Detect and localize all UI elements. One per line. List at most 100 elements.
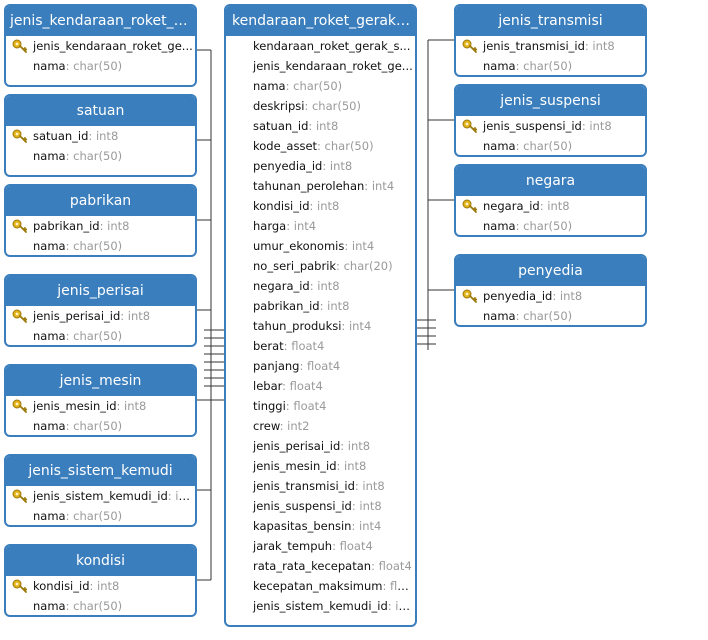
column-type: : int4	[286, 219, 317, 233]
table-title[interactable]: kondisi	[6, 546, 195, 576]
column-row[interactable]: penyedia_id: int8	[226, 156, 415, 176]
column-name: nama	[33, 599, 66, 613]
column-row[interactable]: jenis_kendaraan_roket_ge...	[6, 36, 195, 56]
column-row[interactable]: kondisi_id: int8	[6, 576, 195, 596]
column-row[interactable]: kecepatan_maksimum: flo...	[226, 576, 415, 596]
column-row[interactable]: nama: char(50)	[456, 136, 645, 155]
column-row[interactable]: nama: char(50)	[456, 216, 645, 235]
column-row[interactable]: pabrikan_id: int8	[226, 296, 415, 316]
table-title[interactable]: pabrikan	[6, 186, 195, 216]
column-name: jenis_kendaraan_roket_ge...	[33, 39, 193, 53]
column-name: tahun_produksi	[253, 319, 342, 333]
column-row[interactable]: jenis_suspensi_id: int8	[456, 116, 645, 136]
column-row[interactable]: kendaraan_roket_gerak_s...	[226, 36, 415, 56]
table-title[interactable]: jenis_sistem_kemudi	[6, 456, 195, 486]
column-name: nama	[33, 419, 66, 433]
column-type: : int8	[539, 199, 570, 213]
column-row[interactable]: tinggi: float4	[226, 396, 415, 416]
column-row[interactable]: nama: char(50)	[6, 506, 195, 525]
column-name: jenis_transmisi_id	[483, 39, 585, 53]
column-name: kecepatan_maksimum	[253, 579, 383, 593]
column-name: tahunan_perolehan	[253, 179, 365, 193]
column-row[interactable]: berat: float4	[226, 336, 415, 356]
column-row[interactable]: nama: char(50)	[6, 236, 195, 255]
column-row[interactable]: panjang: float4	[226, 356, 415, 376]
table-title[interactable]: jenis_transmisi	[456, 6, 645, 36]
column-row[interactable]: pabrikan_id: int8	[6, 216, 195, 236]
column-row[interactable]: rata_rata_kecepatan: float4	[226, 556, 415, 576]
column-name: nama	[483, 59, 516, 73]
column-row[interactable]: tahunan_perolehan: int4	[226, 176, 415, 196]
column-type: : char(50)	[515, 139, 573, 153]
column-row[interactable]: jenis_perisai_id: int8	[6, 306, 195, 326]
column-row[interactable]: kondisi_id: int8	[226, 196, 415, 216]
table-jkr[interactable]: jenis_kendaraan_roket_g... jenis_kendaraa…	[4, 4, 197, 87]
column-row[interactable]: jenis_transmisi_id: int8	[456, 36, 645, 56]
column-row[interactable]: kapasitas_bensin: int4	[226, 516, 415, 536]
column-type: : int8	[167, 489, 195, 503]
column-row[interactable]: nama: char(50)	[6, 416, 195, 435]
column-row[interactable]: nama: char(50)	[226, 76, 415, 96]
column-row[interactable]: negara_id: int8	[226, 276, 415, 296]
table-title[interactable]: jenis_kendaraan_roket_g...	[6, 6, 195, 36]
column-type: : float4	[371, 559, 412, 573]
table-title[interactable]: jenis_suspensi	[456, 86, 645, 116]
column-row[interactable]: kode_asset: char(50)	[226, 136, 415, 156]
column-row[interactable]: lebar: float4	[226, 376, 415, 396]
column-row[interactable]: penyedia_id: int8	[456, 286, 645, 306]
column-name: panjang	[253, 359, 300, 373]
column-type: : float4	[285, 399, 327, 413]
column-type: : int8	[340, 439, 371, 453]
column-row[interactable]: nama: char(50)	[6, 56, 195, 76]
column-row[interactable]: jenis_sistem_kemudi_id: int8	[6, 486, 195, 506]
column-row[interactable]: nama: char(50)	[456, 306, 645, 325]
column-row[interactable]: satuan_id: int8	[226, 116, 415, 136]
column-row[interactable]: jenis_mesin_id: int8	[226, 456, 415, 476]
table-main[interactable]: kendaraan_roket_gerak_...kendaraan_roket…	[224, 4, 417, 627]
table-title[interactable]: penyedia	[456, 256, 645, 286]
column-row[interactable]: jenis_suspensi_id: int8	[226, 496, 415, 516]
column-row[interactable]: tahun_produksi: int4	[226, 316, 415, 336]
column-name: nama	[33, 239, 66, 253]
column-row[interactable]: satuan_id: int8	[6, 126, 195, 146]
column-row[interactable]: jenis_kendaraan_roket_ge...	[226, 56, 415, 76]
column-name: nama	[33, 329, 66, 343]
table-title[interactable]: negara	[456, 166, 645, 196]
column-row[interactable]: nama: char(50)	[6, 326, 195, 345]
column-row[interactable]: jenis_mesin_id: int8	[6, 396, 195, 416]
column-row[interactable]: jenis_transmisi_id: int8	[226, 476, 415, 496]
column-row[interactable]: negara_id: int8	[456, 196, 645, 216]
column-name: lebar	[253, 379, 283, 393]
column-row[interactable]: umur_ekonomis: int4	[226, 236, 415, 256]
column-name: jenis_mesin_id	[253, 459, 337, 473]
table-title[interactable]: satuan	[6, 96, 195, 126]
column-row[interactable]: deskripsi: char(50)	[226, 96, 415, 116]
table-title[interactable]: jenis_perisai	[6, 276, 195, 306]
column-row[interactable]: nama: char(50)	[6, 596, 195, 615]
column-name: satuan_id	[33, 129, 89, 143]
column-row[interactable]: crew: int2	[226, 416, 415, 436]
column-type: : float4	[283, 339, 325, 353]
table-title[interactable]: kendaraan_roket_gerak_...	[226, 6, 415, 36]
column-row[interactable]: nama: char(50)	[456, 56, 645, 75]
column-row[interactable]: nama: char(50)	[6, 146, 195, 166]
column-row[interactable]: jenis_sistem_kemudi_id: int8	[226, 596, 415, 616]
column-type: : int8	[354, 479, 385, 493]
table-title[interactable]: jenis_mesin	[6, 366, 195, 396]
column-row[interactable]: no_seri_pabrik: char(20)	[226, 256, 415, 276]
column-name: satuan_id	[253, 119, 309, 133]
column-row[interactable]: jarak_tempuh: float4	[226, 536, 415, 556]
column-row[interactable]: jenis_perisai_id: int8	[226, 436, 415, 456]
column-row[interactable]: harga: int4	[226, 216, 415, 236]
